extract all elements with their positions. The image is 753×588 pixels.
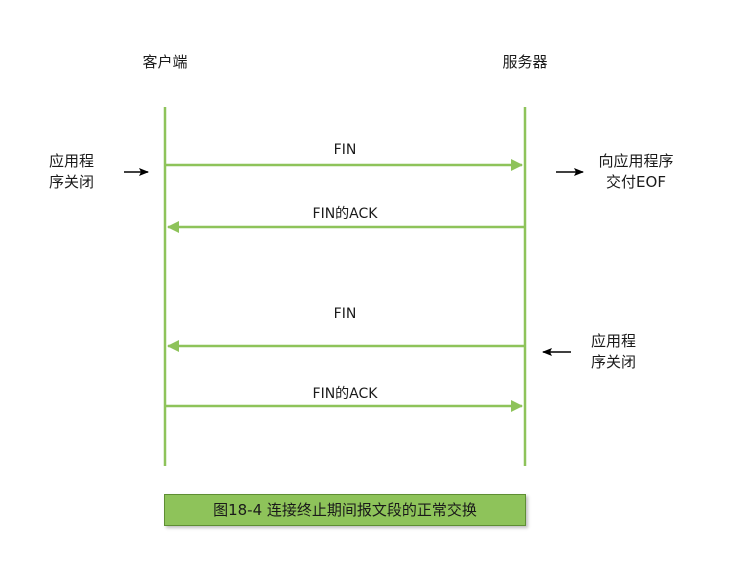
message-label-4: FIN的ACK: [312, 386, 378, 402]
participant-client: 客户端: [142, 53, 188, 71]
server-eof-note-line-1: 向应用程序: [598, 152, 674, 170]
server-close-note-line-2: 序关闭: [591, 353, 637, 371]
server-eof-note: 向应用程序 交付EOF: [598, 151, 673, 193]
server-close-note-line-1: 应用程: [591, 332, 637, 350]
client-close-note-line-2: 序关闭: [49, 173, 95, 191]
participant-server: 服务器: [502, 53, 548, 71]
message-label-3: FIN: [333, 306, 357, 322]
server-close-note: 应用程 序关闭: [591, 331, 636, 373]
message-label-1: FIN: [333, 142, 357, 158]
client-close-note-line-1: 应用程: [49, 152, 95, 170]
figure-caption: 图18-4 连接终止期间报文段的正常交换: [164, 494, 526, 526]
message-label-2: FIN的ACK: [312, 206, 378, 222]
server-eof-note-line-2: 交付EOF: [606, 173, 666, 191]
client-close-note: 应用程 序关闭: [49, 151, 94, 193]
